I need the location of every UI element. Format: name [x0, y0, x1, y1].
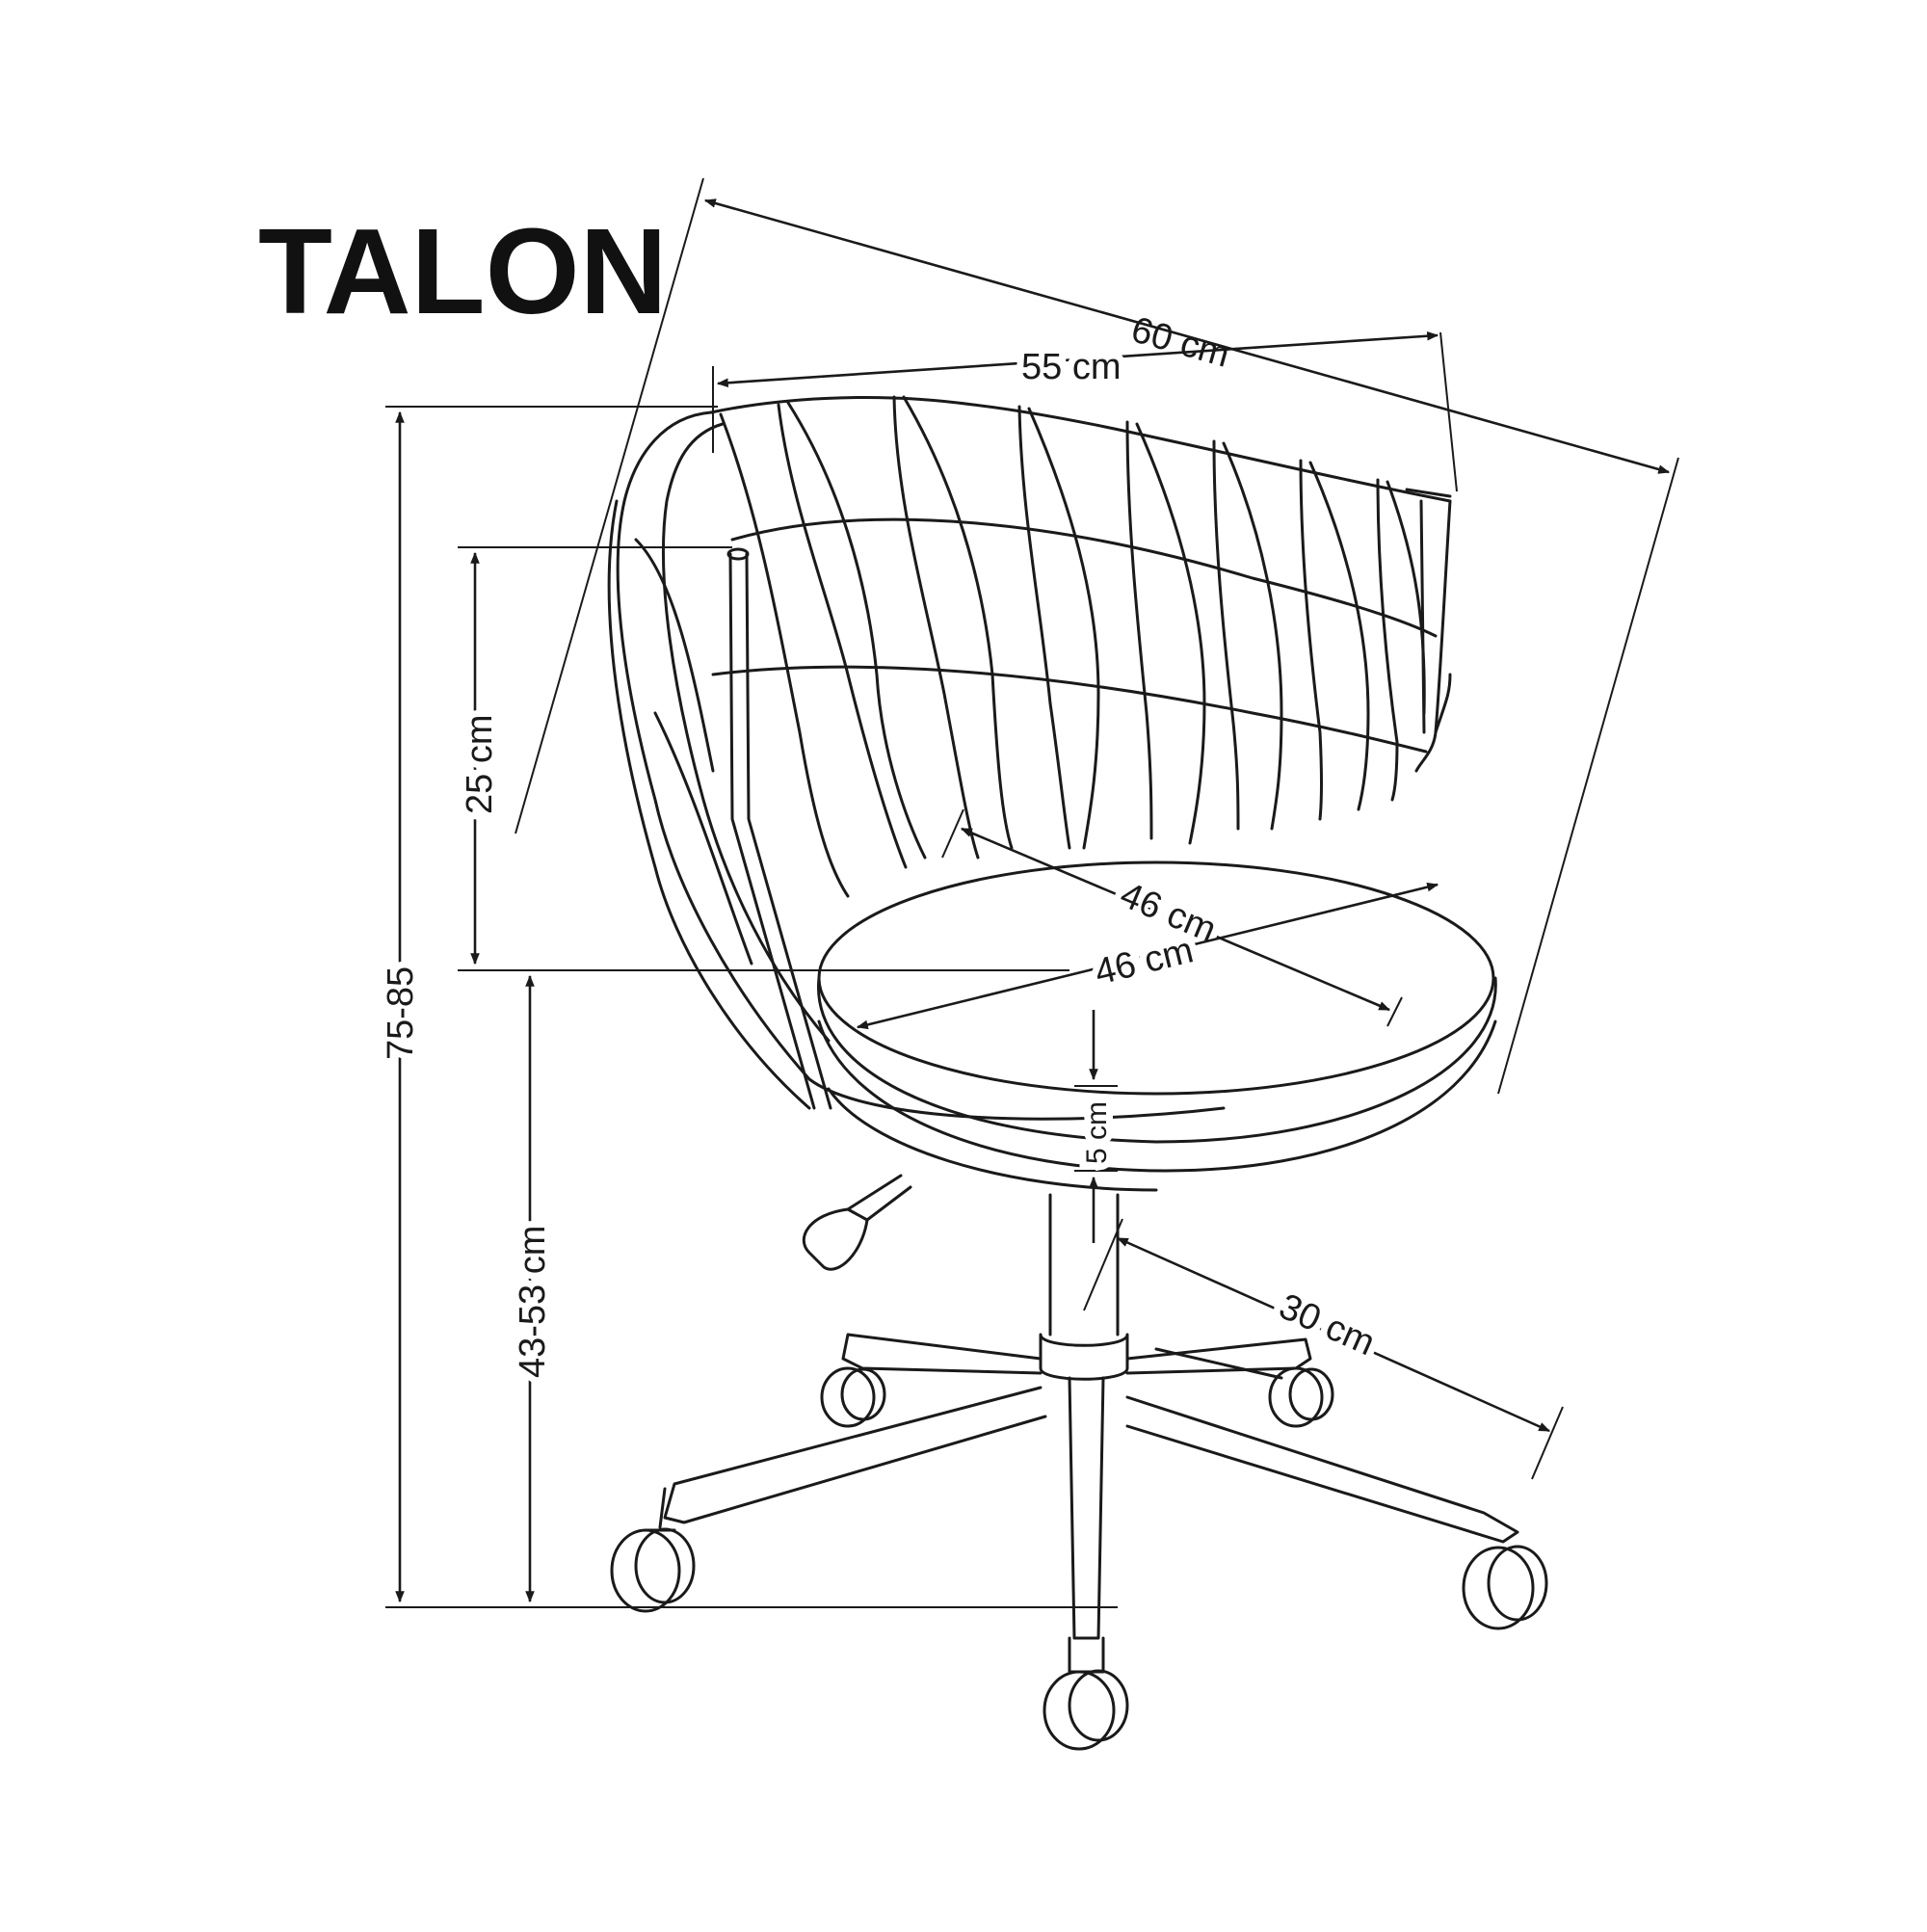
caster-back-right — [1268, 1366, 1334, 1428]
label-backrest-width: 55 cm — [1021, 347, 1121, 387]
chair-star-base — [658, 1333, 1519, 1674]
extension-line-base-center — [1083, 1218, 1123, 1311]
extension-line-60-left — [515, 177, 704, 834]
label-overall-width: 60 cm — [1127, 309, 1234, 376]
label-armrest-height: 25 cm — [460, 715, 500, 814]
chair-lever — [802, 1174, 912, 1271]
label-total-height: 75-85 — [381, 966, 421, 1060]
product-title: TALON — [258, 203, 668, 339]
chair-casters — [610, 1366, 1548, 1751]
dim-line-base-radius — [1116, 1236, 1551, 1433]
extension-line-base-end — [1531, 1406, 1564, 1480]
caster-back-left — [820, 1366, 886, 1428]
dim-line-backrest-width — [716, 331, 1439, 388]
caster-front-left — [610, 1527, 696, 1613]
chair-illustration — [607, 395, 1548, 1751]
caster-front — [1043, 1669, 1129, 1751]
chair-backrest — [607, 395, 1452, 1121]
label-seat-height: 43-53 cm — [513, 1226, 553, 1378]
dim-line-seat-width — [856, 882, 1439, 1030]
extension-line-depth-back — [941, 808, 964, 859]
label-seat-thickness: 5 cm — [1081, 1101, 1113, 1164]
extension-line-60-right — [1497, 457, 1679, 1095]
label-base-radius: 30 cm — [1273, 1286, 1381, 1363]
caster-front-right — [1462, 1545, 1548, 1630]
extension-line-55-right — [1439, 331, 1458, 492]
chair-gas-lift — [1039, 1193, 1129, 1381]
